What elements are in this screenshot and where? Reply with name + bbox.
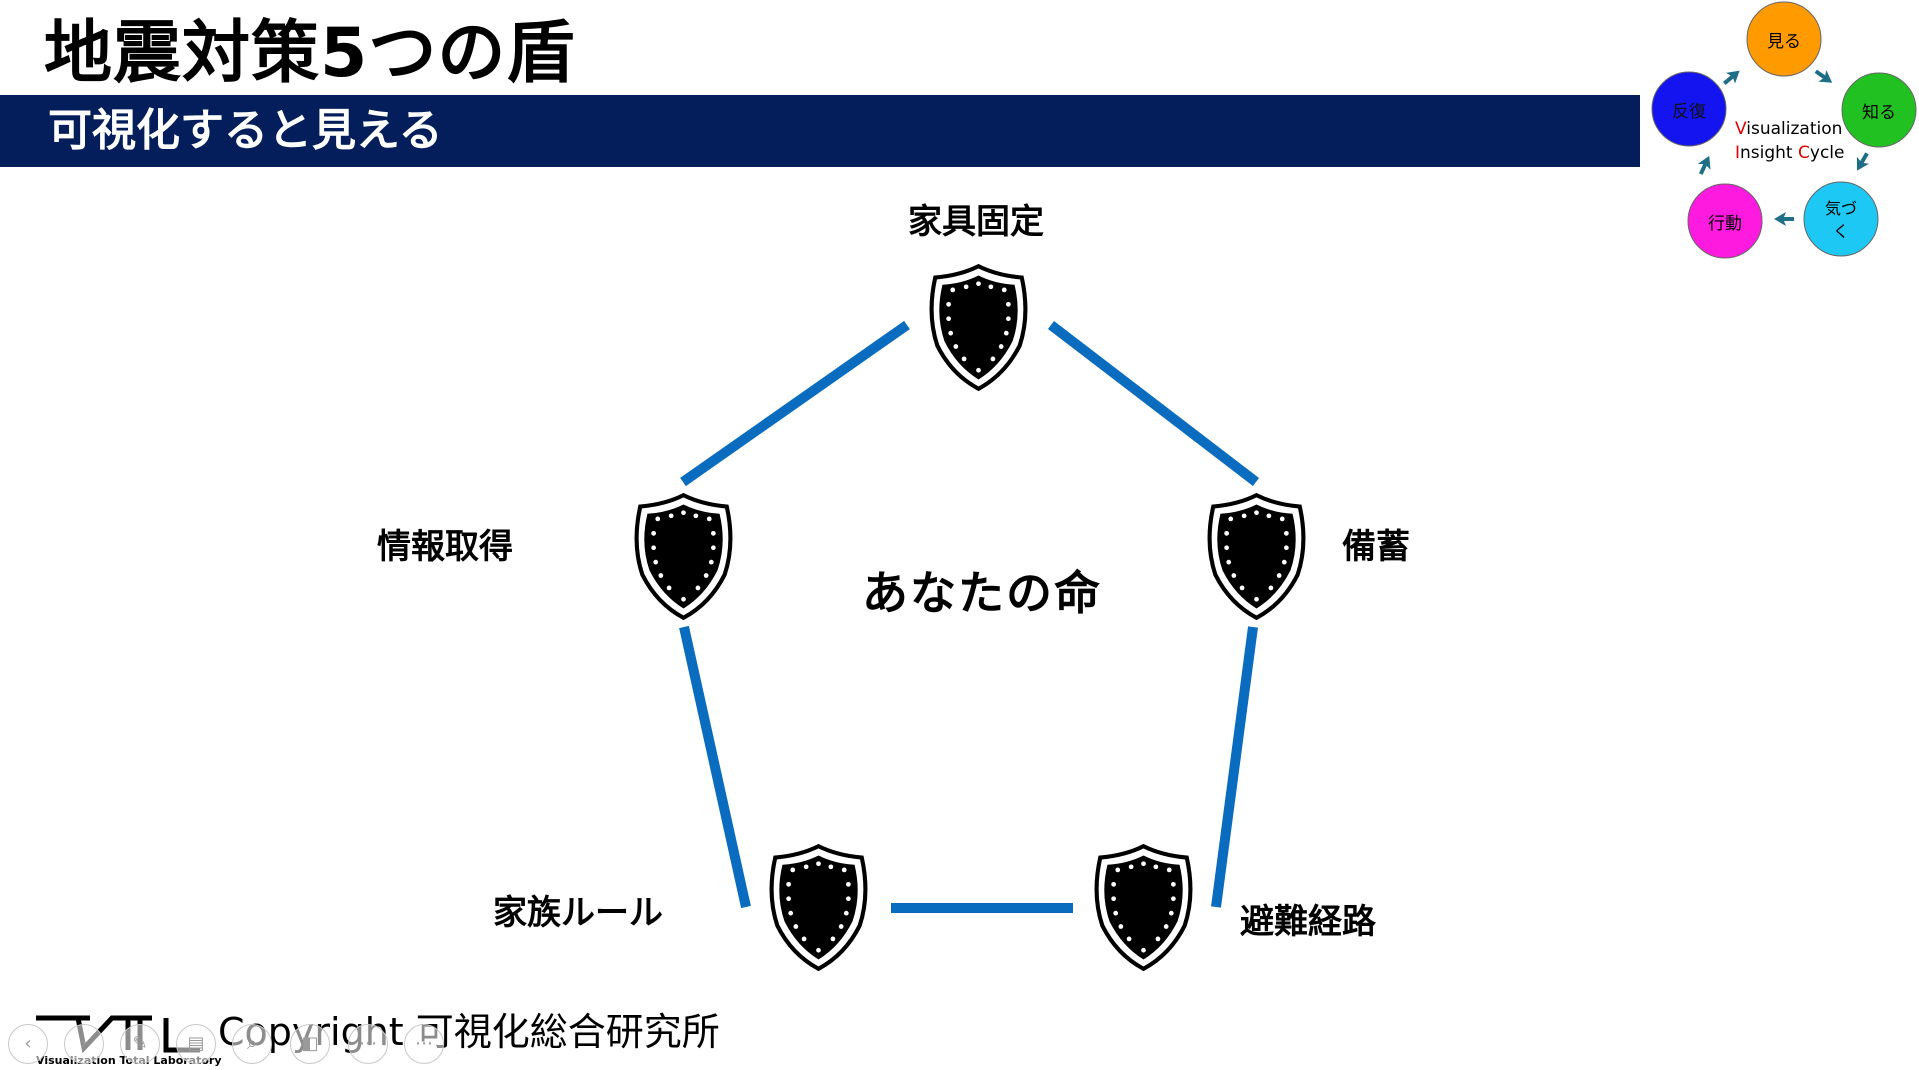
cycle-caption-line1: Visualization: [1735, 119, 1842, 139]
more-icon: ⋯: [359, 1033, 377, 1054]
cycle-node-see-label: 見る: [1767, 32, 1801, 52]
next-slide-button[interactable]: ›: [64, 1024, 104, 1064]
page-subtitle: 可視化すると見える: [48, 105, 443, 156]
shield-label-info: 情報取得: [377, 527, 513, 567]
cycle-node-repeat-label: 反復: [1672, 102, 1706, 122]
cycle-node-repeat: [1651, 71, 1727, 147]
prev-icon: ‹: [24, 1033, 32, 1054]
more-icon: ⋯: [415, 1033, 433, 1054]
slides-icon: ▤: [187, 1033, 205, 1054]
edge-top-left: [680, 320, 910, 487]
cycle-node-see: [1746, 1, 1822, 77]
cycle-caption-line2: Insight Cycle: [1735, 143, 1844, 163]
shield-label-furniture: 家具固定: [908, 202, 1044, 242]
arrow-icon: [1856, 152, 1870, 171]
center-label: あなたの命: [862, 566, 1102, 620]
cycle-node-act: [1687, 183, 1763, 259]
more-options-button-2[interactable]: ⋯: [404, 1024, 444, 1064]
pen-icon: ✎: [132, 1033, 148, 1054]
camera-icon: ◧: [301, 1033, 319, 1054]
page-title: 地震対策5つの盾: [44, 14, 576, 93]
cycle-node-know-label: 知る: [1862, 103, 1896, 123]
prev-slide-button[interactable]: ‹: [8, 1024, 48, 1064]
next-icon: ›: [80, 1033, 88, 1054]
cycle-node-notice: [1803, 181, 1879, 257]
camera-button[interactable]: ◧: [290, 1024, 330, 1064]
edge-right-bottom: [1211, 626, 1258, 908]
arrow-icon: [1697, 155, 1711, 175]
cycle-node-notice-label-2: く: [1833, 222, 1849, 241]
shield-label-evacuation: 避難経路: [1240, 902, 1376, 942]
shield-label-stockpile: 備蓄: [1342, 527, 1410, 567]
arrow-icon: [1774, 212, 1794, 226]
arrow-icon: [1814, 69, 1833, 83]
zoom-icon: ⌕: [246, 1033, 258, 1054]
arrow-icon: [1723, 70, 1740, 85]
see-all-slides-button[interactable]: ▤: [176, 1024, 216, 1064]
edge-left-bottom: [679, 625, 751, 909]
zoom-button[interactable]: ⌕: [232, 1024, 272, 1064]
subtitle-bar: 可視化すると見える: [0, 95, 1640, 167]
cycle-node-act-label: 行動: [1708, 214, 1742, 234]
cycle-node-know: [1841, 72, 1917, 148]
connector-lines: [679, 320, 1260, 913]
pen-tool-button[interactable]: ✎: [120, 1024, 160, 1064]
cycle-node-notice-label: 気づ: [1825, 199, 1857, 218]
edge-top-right: [1047, 321, 1260, 486]
cycle-arrows: [1697, 69, 1870, 226]
more-options-button[interactable]: ⋯: [348, 1024, 388, 1064]
shield-label-family: 家族ルール: [493, 893, 663, 933]
